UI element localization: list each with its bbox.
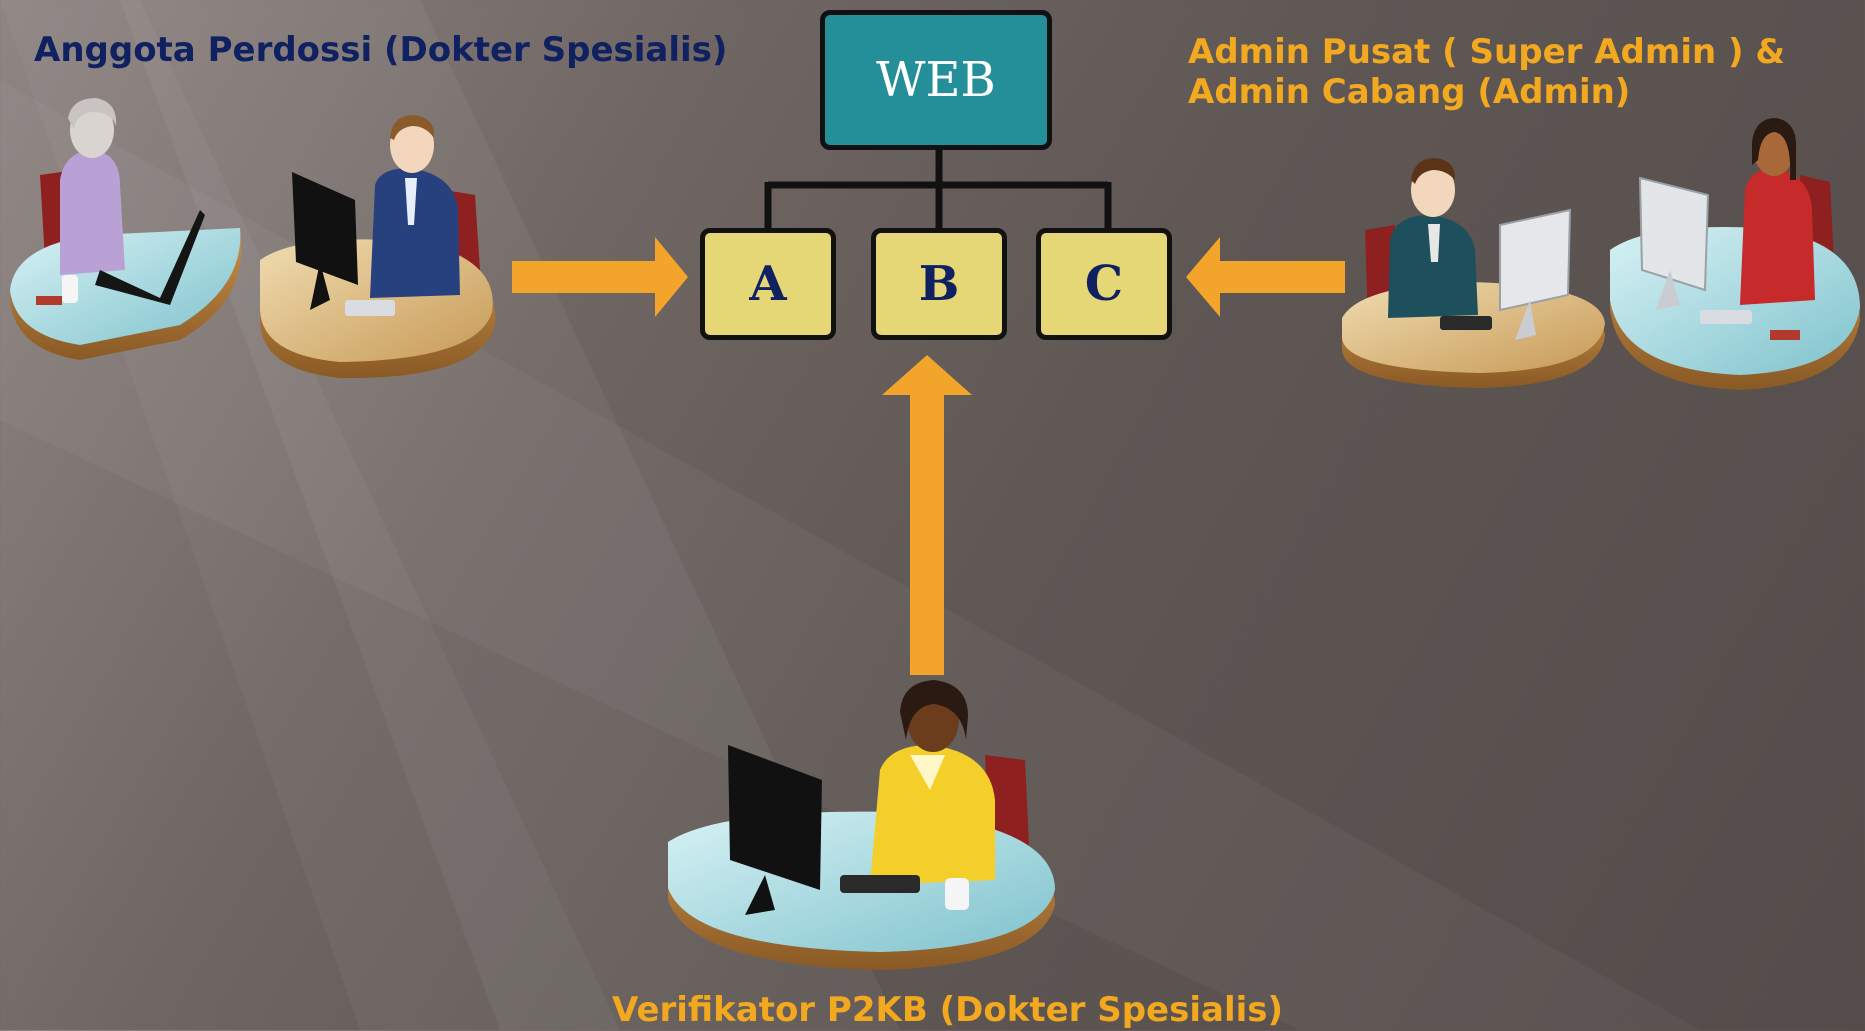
module-a-node: A — [700, 228, 836, 340]
admin-headset-icon — [1342, 158, 1605, 388]
verifier-desktop-icon — [668, 680, 1055, 970]
verifier-label: Verifikator P2KB (Dokter Spesialis) — [612, 990, 1284, 1030]
module-c-node: C — [1036, 228, 1172, 340]
module-b-node: B — [871, 228, 1007, 340]
web-node: WEB — [820, 10, 1052, 150]
arrow-up-icon — [882, 355, 972, 675]
arrow-left-icon — [1186, 237, 1345, 317]
admins-label-line2: Admin Cabang (Admin) — [1188, 72, 1631, 112]
arrow-right-icon — [512, 237, 688, 317]
admin-desktop-icon — [1610, 118, 1860, 390]
doctor-desktop-icon — [260, 115, 496, 379]
members-label: Anggota Perdossi (Dokter Spesialis) — [34, 30, 728, 70]
doctor-laptop-icon — [10, 98, 242, 360]
admins-label-line1: Admin Pusat ( Super Admin ) & — [1188, 32, 1786, 72]
